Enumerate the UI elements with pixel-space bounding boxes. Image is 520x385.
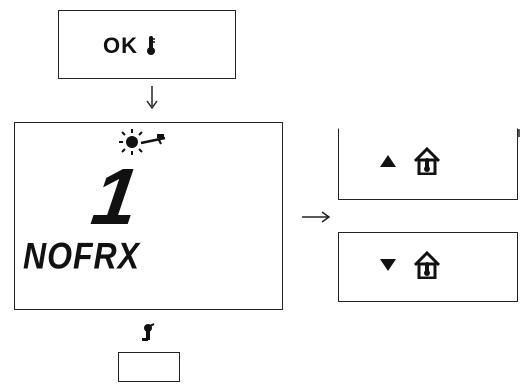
- sun-key-icon: [117, 127, 173, 162]
- house-thermometer-icon: [413, 250, 441, 284]
- small-button-box: [118, 352, 180, 382]
- ok-label: OK: [103, 33, 138, 58]
- ok-step-box: OK: [58, 10, 236, 79]
- arrow-right-icon: [302, 210, 332, 229]
- triangle-down-icon: [379, 258, 397, 277]
- down-button-box: [338, 232, 518, 302]
- house-thermometer-icon: [413, 146, 441, 180]
- display-number: 1: [86, 152, 144, 241]
- up-button-box: [338, 128, 518, 200]
- key-icon: [140, 322, 156, 349]
- display-mode-text: NOFRX: [23, 235, 140, 277]
- arrow-down-icon: [145, 86, 159, 117]
- triangle-up-icon: [379, 154, 397, 173]
- thermometer-icon: [145, 35, 157, 62]
- lcd-display: 1 NOFRX: [14, 122, 283, 310]
